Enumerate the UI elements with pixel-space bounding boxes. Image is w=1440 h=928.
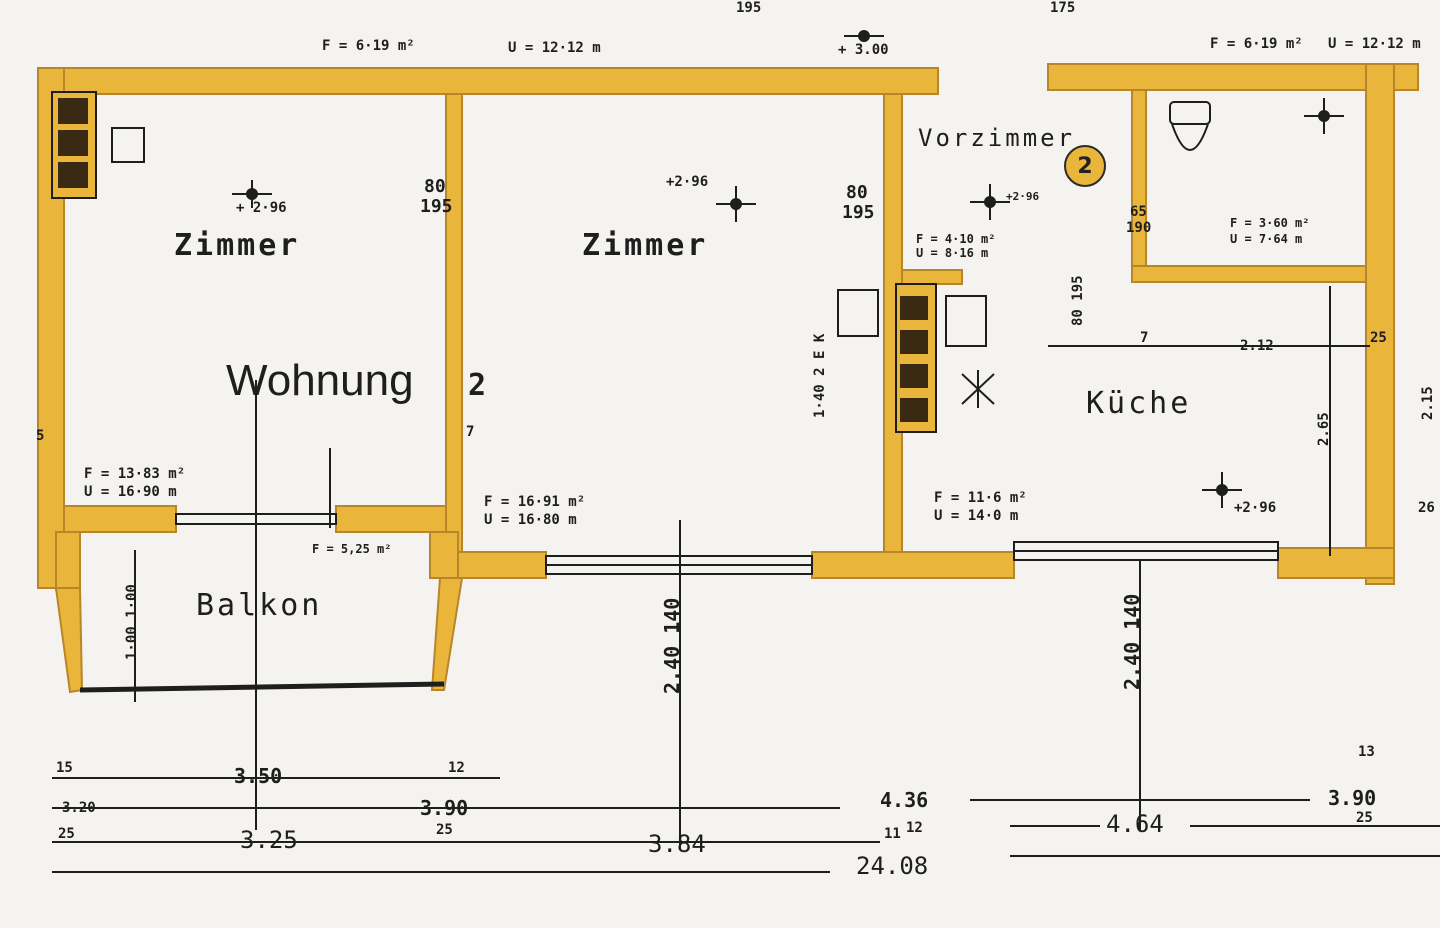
kitchen-depth: 2.65 [1316,412,1332,446]
height-kueche: +2·96 [1234,500,1277,516]
dim-row1-b: 3.50 [234,764,283,788]
kitchen-width: 2.12 [1240,338,1274,354]
wall-balkon-left [55,531,81,591]
perimeter-vorzimmer: U = 8·16 m [916,246,989,260]
chimney-left [51,91,145,199]
window-dims-center: 2.40 140 [660,597,684,694]
dimension-lines [52,286,1440,873]
dim-row3-e: 11 [884,826,901,842]
balkon-outline [79,681,445,693]
area-zimmer-center: F = 16·91 m² [484,494,586,510]
balkon-dims: 1·00 1·00 [124,584,140,660]
stove-side-dims: 1·40 2 E K [812,333,828,418]
height-zimmer-left: + 2·96 [236,200,287,216]
height-zimmer-center: +2·96 [666,174,709,190]
dim-row1-d: 13 [1358,744,1375,760]
kitchen-height-right: 2.15 [1420,386,1436,420]
top-dim-1: 195 [736,0,762,16]
door-3-width: 65 [1130,204,1147,220]
wall-mark-7: 7 [466,424,475,440]
wall-bottom-right [1277,547,1395,579]
perimeter-bad: U = 7·64 m [1230,232,1303,246]
walls [37,63,1419,694]
wall-mark-5: 5 [36,428,45,444]
wall-top-right [1047,63,1419,91]
window-dims-right: 2.40 140 [1120,593,1144,690]
dim-row3-f: 12 [906,820,923,836]
area-balkon: F = 5,25 m² [312,542,392,556]
dim-row2-a: 3.20 [62,800,96,816]
dim-row2-d: 3.90 [1328,786,1377,810]
wall-mark-25: 25 [1370,330,1387,346]
room-name-zimmer-center: Zimmer [582,228,709,263]
area-bad: F = 3·60 m² [1230,216,1310,230]
area-zimmer-left: F = 13·83 m² [84,466,186,482]
wall-bottom-left [63,505,177,533]
top-dim-2: 175 [1050,0,1076,16]
kitchen-mark-7: 7 [1140,330,1149,346]
balkon-rail-right [430,577,464,691]
area-vorzimmer: F = 4·10 m² [916,232,996,246]
top-area-left: F = 6·19 m² [322,38,415,54]
top-perimeter-left: U = 12·12 m [508,40,601,56]
balkon-rail-left [54,587,84,694]
apartment-label: Wohnung [226,356,414,405]
dim-row2-c: 4.36 [880,788,929,812]
door-2-height: 195 [842,202,875,223]
apartment-number: 2 [468,368,487,403]
unit-badge: 2 [1064,145,1106,187]
dim-row3-a: 25 [58,826,75,842]
perimeter-kueche: U = 14·0 m [934,508,1019,524]
dim-row1-a: 15 [56,760,73,776]
wall-mark-26: 26 [1418,500,1435,516]
wall-partition-1 [445,93,463,555]
wall-kitchen-top [901,269,963,285]
kitchen-fixtures [945,295,995,408]
wall-bottom-balkon [335,505,447,533]
door-1-height: 195 [420,196,453,217]
wall-balkon-right [429,531,459,579]
top-area-right: F = 6·19 m² [1210,36,1303,52]
perimeter-zimmer-left: U = 16·90 m [84,484,177,500]
perimeter-zimmer-center: U = 16·80 m [484,512,577,528]
top-perimeter-right: U = 12·12 m [1328,36,1421,52]
dim-row1-c: 12 [448,760,465,776]
room-name-kueche: Küche [1086,386,1192,421]
dim-row3-g: 4.64 [1106,810,1164,838]
top-height-center: + 3.00 [838,42,889,58]
height-vorzimmer: +2·96 [1006,190,1040,203]
wall-bath-bottom [1131,265,1367,283]
door-3-height: 190 [1126,220,1152,236]
wall-bath [1131,89,1147,281]
dim-row3-c: 25 [436,822,453,838]
wall-bottom-center-2 [811,551,1015,579]
wall-top-left [37,67,939,95]
dim-row2-b: 3.90 [420,796,469,820]
area-kueche: F = 11·6 m² [934,490,1027,506]
dim-row3-b: 3.25 [240,826,298,854]
room-name-vorzimmer: Vorzimmer [918,124,1076,152]
dim-total: 24.08 [856,852,929,880]
dim-row3-d: 3.84 [648,830,706,858]
room-name-balkon: Balkon [196,588,323,623]
kitchen-door-dims: 80 195 [1070,275,1086,326]
door-2-width: 80 [846,182,868,203]
chimney-kitchen [837,283,937,433]
toilet [1169,101,1211,151]
door-1-width: 80 [424,176,446,197]
wall-right [1365,63,1395,585]
height-markers [232,30,1344,508]
room-name-zimmer-left: Zimmer [174,228,301,263]
dim-row3-h: 25 [1356,810,1373,826]
